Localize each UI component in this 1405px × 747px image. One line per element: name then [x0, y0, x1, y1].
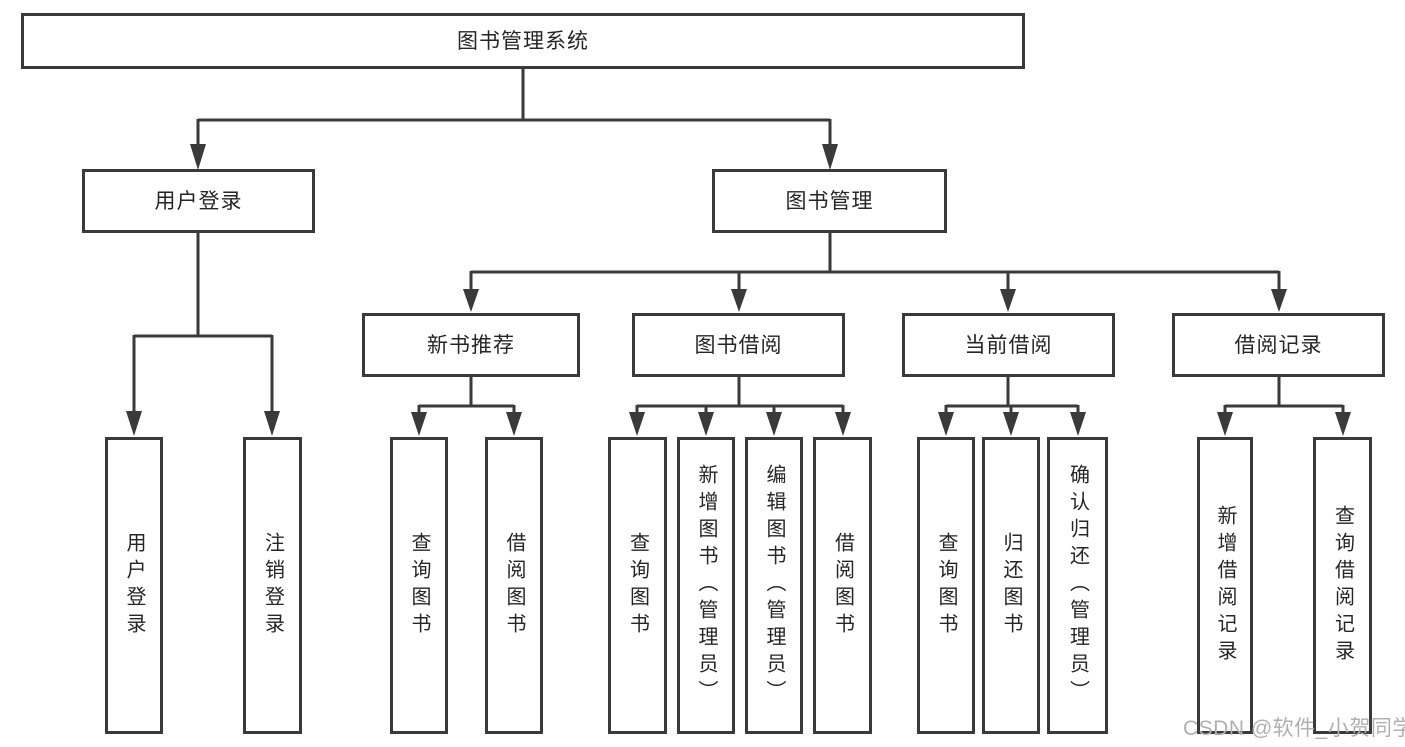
node-user-login: 用户登录 — [82, 169, 315, 233]
node-borrow-records: 借阅记录 — [1172, 313, 1385, 377]
node-current-borrow: 当前借阅 — [902, 313, 1115, 377]
node-new-book-recommend: 新书推荐 — [362, 313, 580, 377]
leaf-add-books-admin: 新增图书（管理员） — [677, 437, 735, 734]
leaf-user-login: 用户登录 — [105, 437, 163, 734]
leaf-query-borrow-record: 查询借阅记录 — [1313, 437, 1372, 734]
node-book-borrow: 图书借阅 — [632, 313, 845, 377]
leaf-query-books-3: 查询图书 — [917, 437, 975, 734]
leaf-query-books-1: 查询图书 — [390, 437, 448, 734]
leaf-add-borrow-record: 新增借阅记录 — [1197, 437, 1253, 734]
leaf-borrow-books-1: 借阅图书 — [485, 437, 543, 734]
arrowhead-group — [126, 144, 1351, 436]
leaf-confirm-return-admin: 确认归还（管理员） — [1047, 437, 1108, 734]
leaf-logout: 注销登录 — [243, 437, 302, 734]
node-book-management: 图书管理 — [712, 169, 947, 233]
leaf-query-books-2: 查询图书 — [608, 437, 667, 734]
node-root: 图书管理系统 — [21, 13, 1025, 69]
leaf-borrow-books-2: 借阅图书 — [813, 437, 872, 734]
leaf-return-books: 归还图书 — [982, 437, 1040, 734]
csdn-watermark: CSDN @软件_小贺同学 — [1183, 717, 1405, 740]
leaf-edit-books-admin: 编辑图书（管理员） — [745, 437, 803, 734]
